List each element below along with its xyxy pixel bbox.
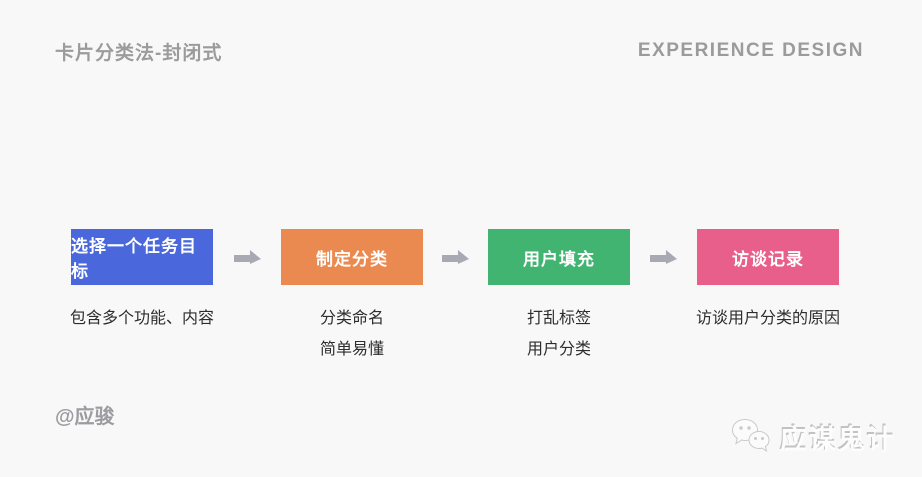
note-line bbox=[37, 334, 247, 365]
flow-step-interview-record: 访谈记录 bbox=[697, 229, 839, 285]
watermark-text: 应谋鬼计 bbox=[780, 425, 896, 455]
flow-step-create-categories: 制定分类 bbox=[281, 229, 423, 285]
note-line: 打乱标签 bbox=[526, 310, 591, 327]
author-signature: @应骏 bbox=[55, 406, 115, 428]
right-arrow-icon bbox=[650, 250, 677, 264]
note-line: 包含多个功能、内容 bbox=[69, 310, 214, 327]
right-arrow-icon bbox=[234, 250, 261, 264]
note-line bbox=[663, 334, 873, 365]
step-notes: 分类命名 简单易懂 bbox=[247, 303, 457, 365]
flow-step-user-fill: 用户填充 bbox=[488, 229, 630, 285]
wechat-icon bbox=[731, 418, 771, 457]
watermark: 应谋鬼计 bbox=[731, 418, 896, 457]
step-notes: 打乱标签 用户分类 bbox=[454, 303, 664, 365]
page-title: 卡片分类法-封闭式 bbox=[55, 43, 223, 64]
note-line: 用户分类 bbox=[526, 341, 591, 358]
note-line: 简单易懂 bbox=[319, 341, 384, 358]
note-line: 分类命名 bbox=[319, 310, 384, 327]
right-arrow-icon bbox=[442, 250, 469, 264]
brand-label: EXPERIENCE DESIGN bbox=[637, 40, 864, 61]
step-notes: 访谈用户分类的原因 bbox=[663, 303, 873, 365]
flow-step-select-task-goal: 选择一个任务目标 bbox=[71, 229, 213, 285]
step-notes: 包含多个功能、内容 bbox=[37, 303, 247, 365]
note-line: 访谈用户分类的原因 bbox=[695, 310, 840, 327]
